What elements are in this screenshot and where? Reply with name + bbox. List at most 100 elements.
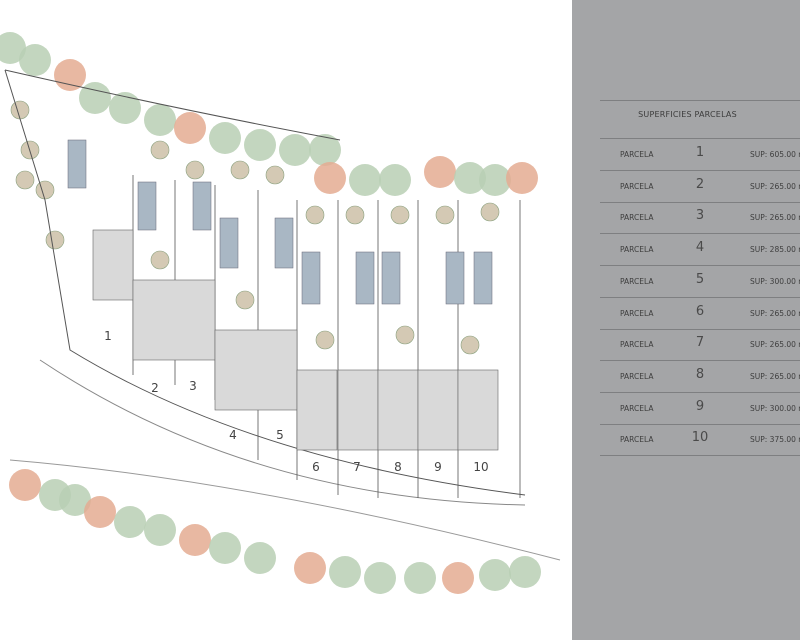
trees (0, 32, 541, 594)
house-footprint (214, 329, 298, 411)
green-tree (479, 164, 511, 196)
green-tree (19, 44, 51, 76)
salmon-tree (84, 496, 116, 528)
green-tree (79, 82, 111, 114)
parcel-label: PARCELA (620, 308, 654, 318)
parcel-surface: SUP: 375.00 m (750, 435, 800, 445)
parcel-number: 9 (695, 398, 705, 414)
shrub (235, 290, 255, 310)
shrub (15, 170, 35, 190)
shrub (315, 330, 335, 350)
plot-number-label: 8 (394, 460, 402, 474)
green-tree (114, 506, 146, 538)
table-title: SUPERFICIES PARCELAS (638, 110, 737, 119)
parcel-surface: SUP: 605.00 m (750, 150, 800, 159)
shrub (395, 325, 415, 345)
shrub (480, 202, 500, 222)
shrub (265, 165, 285, 185)
plot-number-label: 3 (189, 379, 197, 393)
divider (600, 138, 800, 139)
green-tree (479, 559, 511, 591)
parcel-number: 10 (691, 430, 709, 446)
parcel-label: PARCELA (620, 181, 654, 191)
surface-table-panel: SUPERFICIES PARCELAS PARCELA 1 SUP: 605.… (572, 0, 800, 640)
plot-number-label: 2 (151, 381, 159, 395)
pool (192, 181, 212, 231)
table-row: PARCELA 8 SUP: 265.00 m (600, 361, 800, 392)
salmon-tree (174, 112, 206, 144)
divider (600, 265, 800, 267)
salmon-tree (314, 162, 346, 194)
parcel-number: 4 (695, 240, 705, 256)
pool (274, 217, 294, 269)
house-footprint (132, 279, 216, 361)
parcel-label: PARCELA (620, 213, 654, 223)
shrub (35, 180, 55, 200)
parcel-surface: SUP: 265.00 m (750, 181, 800, 191)
plot-number-label: 7 (353, 460, 361, 474)
table-row: PARCELA 2 SUP: 265.00 m (600, 171, 800, 202)
divider (600, 328, 800, 330)
table-row: PARCELA 3 SUP: 265.00 m (600, 202, 800, 233)
shrub (460, 335, 480, 355)
salmon-tree (424, 156, 456, 188)
parcel-number: 8 (695, 366, 705, 382)
house-footprint (296, 369, 338, 451)
pool (137, 181, 157, 231)
table-row: PARCELA 5 SUP: 300.00 m (600, 266, 800, 297)
parcel-number: 6 (695, 303, 705, 319)
salmon-tree (506, 162, 538, 194)
parcel-surface: SUP: 265.00 m (750, 371, 800, 381)
house-footprint (417, 369, 459, 451)
house-footprint (377, 369, 419, 451)
salmon-tree (9, 469, 41, 501)
pool (301, 251, 321, 305)
table-row: PARCELA 1 SUP: 605.00 m (600, 139, 800, 170)
salmon-tree (179, 524, 211, 556)
site-boundary (4, 69, 561, 561)
salmon-tree (54, 59, 86, 91)
pool (355, 251, 375, 305)
parcel-number: 2 (695, 176, 705, 192)
parcel-label: PARCELA (620, 150, 654, 159)
table-row: PARCELA 9 SUP: 300.00 m (600, 393, 800, 424)
pool (67, 139, 87, 189)
parcel-surface: SUP: 265.00 m (750, 213, 800, 223)
green-tree (454, 162, 486, 194)
parcel-surface: SUP: 265.00 m (750, 308, 800, 318)
house-footprint (92, 229, 134, 301)
shrub (435, 205, 455, 225)
green-tree (109, 92, 141, 124)
parcel-surface: SUP: 285.00 m (750, 245, 800, 255)
divider (600, 201, 800, 203)
green-tree (379, 164, 411, 196)
plot-number-label: 10 (473, 460, 488, 474)
divider (600, 100, 800, 101)
parcel-label: PARCELA (620, 276, 654, 286)
pool (445, 251, 465, 305)
parcel-label: PARCELA (620, 245, 654, 255)
house-footprint (457, 369, 499, 451)
green-tree (59, 484, 91, 516)
plot-number-label: 6 (312, 460, 320, 474)
parcel-number: 5 (695, 271, 705, 287)
parcel-label: PARCELA (620, 340, 654, 350)
parcel-label: PARCELA (620, 371, 654, 381)
parcel-number: 1 (695, 145, 705, 160)
parcel-label: PARCELA (620, 435, 654, 445)
shrub (150, 140, 170, 160)
table-row: PARCELA 6 SUP: 265.00 m (600, 298, 800, 329)
green-tree (144, 104, 176, 136)
divider (600, 170, 800, 171)
shrub (390, 205, 410, 225)
divider (600, 296, 800, 298)
shrub (345, 205, 365, 225)
divider (600, 233, 800, 235)
plot-number-label: 5 (276, 428, 284, 442)
shrub (230, 160, 250, 180)
green-tree (144, 514, 176, 546)
green-tree (404, 562, 436, 594)
parcel-surface: SUP: 300.00 m (750, 403, 800, 413)
parcel-number: 3 (695, 208, 705, 224)
